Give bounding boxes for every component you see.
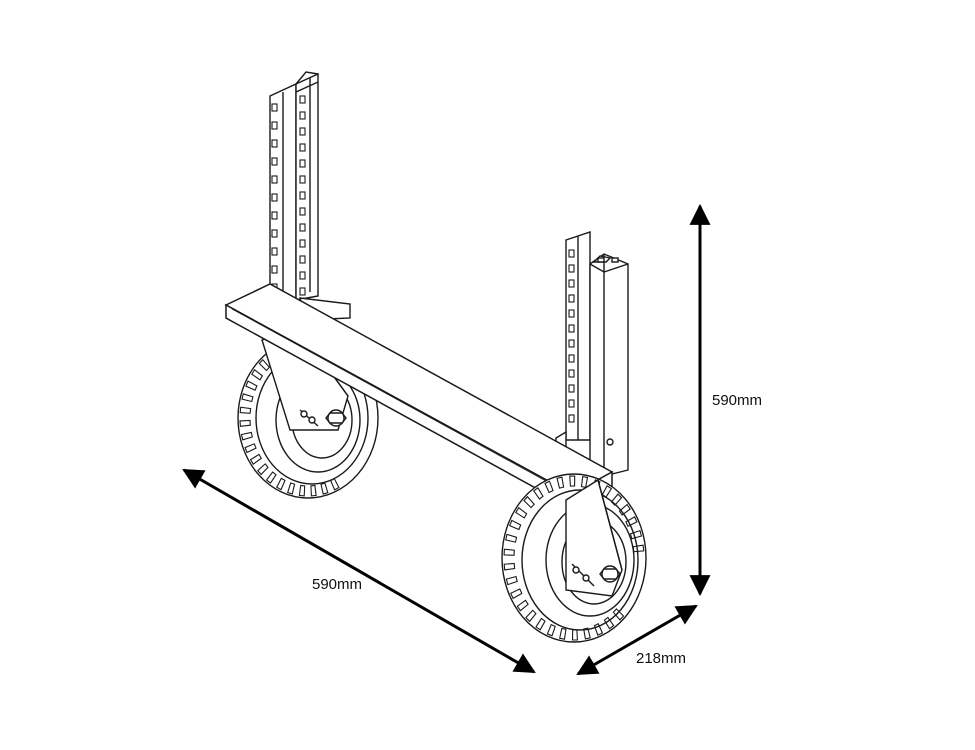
width-dimension-label: 590mm [312,576,363,593]
front-caster-fork [565,478,623,597]
width-arrow [182,468,536,674]
depth-dimension-label: 218mm [636,650,687,667]
rear-caster-fork [261,329,349,431]
height-dimension-label: 590mm [712,392,763,409]
dimension-arrows [182,203,711,676]
depth-arrow [576,604,698,676]
right-upright-post [555,231,629,477]
left-upright-post [269,71,351,321]
